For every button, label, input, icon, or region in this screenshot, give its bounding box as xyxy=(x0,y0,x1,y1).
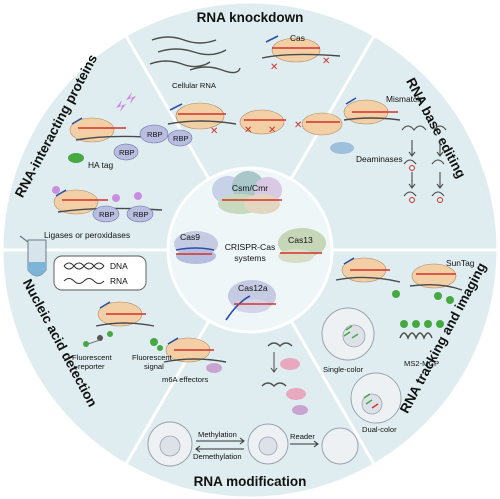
detection-tube xyxy=(19,235,47,277)
label-csm-cmr: Csm/Cmr xyxy=(232,183,268,193)
cut-mark: ✕ xyxy=(294,120,302,131)
knockdown-cellular-rna: Cellular RNA xyxy=(149,36,241,90)
label-crispr-cas-line2: systems xyxy=(234,253,266,263)
label-signal-line2: signal xyxy=(144,362,164,371)
cut-mark: ✕ xyxy=(322,56,330,67)
label-dna: DNA xyxy=(110,261,128,271)
modification-cells: Methylation Demethylation Reader xyxy=(147,421,359,467)
cas12a-protein: Cas12a xyxy=(225,280,276,321)
label-rbp-1: RBP xyxy=(147,130,163,139)
cas9-protein: Cas9 xyxy=(174,231,218,264)
interacting-top: HA tag RBP RBP RBP xyxy=(68,92,193,170)
label-reader: Reader xyxy=(290,432,315,441)
label-rna: RNA xyxy=(110,276,128,286)
base-editing-sites xyxy=(409,165,443,203)
ha-tag xyxy=(68,153,84,163)
label-reporter-line1: Fluorescent xyxy=(72,353,113,362)
label-rbp-3: RBP xyxy=(173,134,189,143)
detection-cas: Fluorescent reporter Fluorescent signal xyxy=(72,301,173,371)
core-circle xyxy=(166,166,334,334)
label-deaminases: Deaminases xyxy=(356,154,403,164)
label-rbp-2: RBP xyxy=(119,148,135,157)
label-suntag: SunTag xyxy=(446,258,475,268)
label-cas9: Cas9 xyxy=(180,232,200,242)
label-rbp-4: RBP xyxy=(99,210,115,219)
label-crispr-cas-line1: CRISPR-Cas xyxy=(225,242,276,252)
label-ligases-peroxidases: Ligases or peroxidases xyxy=(44,230,130,240)
title-rna-knockdown: RNA knockdown xyxy=(197,10,304,25)
label-signal-line1: Fluorescent xyxy=(132,353,173,362)
modification-m6a: m6A effectors xyxy=(162,337,227,384)
label-ha-tag: HA tag xyxy=(88,160,113,170)
label-cas: Cas xyxy=(290,33,305,43)
cut-mark: ✕ xyxy=(244,125,252,136)
base-editing-mismatch: Mismatch Deaminases xyxy=(330,94,422,164)
label-reporter-line2: reporter xyxy=(78,362,105,371)
label-cas13: Cas13 xyxy=(288,235,313,245)
label-mismatch: Mismatch xyxy=(386,94,422,104)
label-dual-color: Dual-color xyxy=(362,425,397,434)
tracking-cas-probes: SunTag xyxy=(335,257,475,304)
knockdown-cas-cut: Cas ✕ ✕ xyxy=(261,33,341,73)
cut-mark: ✕ xyxy=(270,62,278,73)
cut-mark: ✕ xyxy=(268,125,276,136)
csm-cmr-complex: Csm/Cmr xyxy=(212,171,282,214)
label-cas12a: Cas12a xyxy=(238,283,268,293)
label-ms2-mcp: MS2-MCP xyxy=(404,359,439,368)
modification-reader-pathway xyxy=(261,342,308,415)
interacting-bottom: RBP RBP Ligases or peroxidases xyxy=(44,186,163,240)
label-m6a-effectors: m6A effectors xyxy=(162,375,208,384)
tracking-ms2-mcp: MS2-MCP xyxy=(399,320,444,368)
base-editing-steps xyxy=(401,125,447,197)
label-methylation: Methylation xyxy=(198,430,237,439)
title-rna-modification: RNA modification xyxy=(194,474,307,489)
cut-mark: ✕ xyxy=(210,126,218,137)
label-demethylation: Demethylation xyxy=(193,452,242,461)
detection-callout: DNA RNA xyxy=(53,255,147,291)
cas13-protein: Cas13 xyxy=(278,228,326,263)
label-cellular-rna: Cellular RNA xyxy=(172,81,217,90)
knockdown-collateral: ✕ ✕ ✕ ✕ xyxy=(167,102,343,137)
label-rbp-5: RBP xyxy=(133,210,149,219)
tracking-cells: Single-color Dual-color xyxy=(321,307,402,434)
label-single-color: Single-color xyxy=(323,365,364,374)
